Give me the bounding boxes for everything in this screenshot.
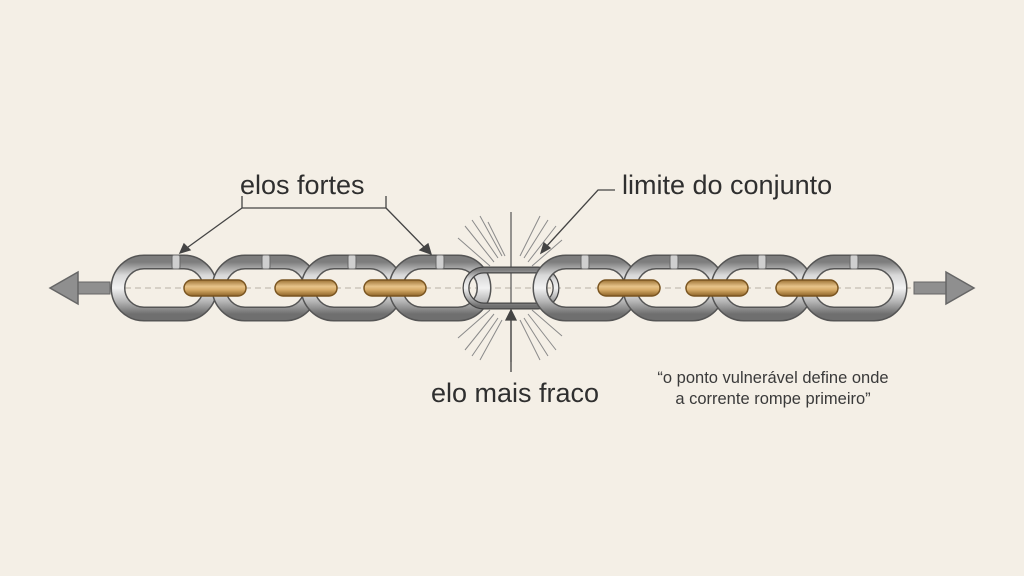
strong-links-callout xyxy=(178,196,432,256)
arrow-left-icon xyxy=(48,270,111,306)
chain-link-icon xyxy=(775,279,839,297)
chain-link-icon xyxy=(685,279,749,297)
quote-text: “o ponto vulnerável define onde a corren… xyxy=(638,368,908,410)
stress-burst-icon xyxy=(457,215,563,361)
chain-link-icon xyxy=(183,279,247,297)
limit-callout xyxy=(539,189,615,255)
chain-link-icon xyxy=(274,279,338,297)
weak-link-callout xyxy=(504,308,518,372)
weakest-link-label: elo mais fraco xyxy=(431,378,600,408)
strong-chain-left xyxy=(110,254,492,322)
assembly-limit-label: limite do conjunto xyxy=(622,170,833,200)
quote-line-1: “o ponto vulnerável define onde xyxy=(657,369,889,387)
chain-link-icon xyxy=(597,279,661,297)
weak-link xyxy=(462,266,560,310)
arrow-right-icon xyxy=(913,270,976,306)
quote-line-2: a corrente rompe primeiro” xyxy=(675,390,871,408)
strong-links-label: elos fortes xyxy=(240,170,365,200)
chain-link-icon xyxy=(363,279,427,297)
strong-chain-right xyxy=(532,254,908,322)
